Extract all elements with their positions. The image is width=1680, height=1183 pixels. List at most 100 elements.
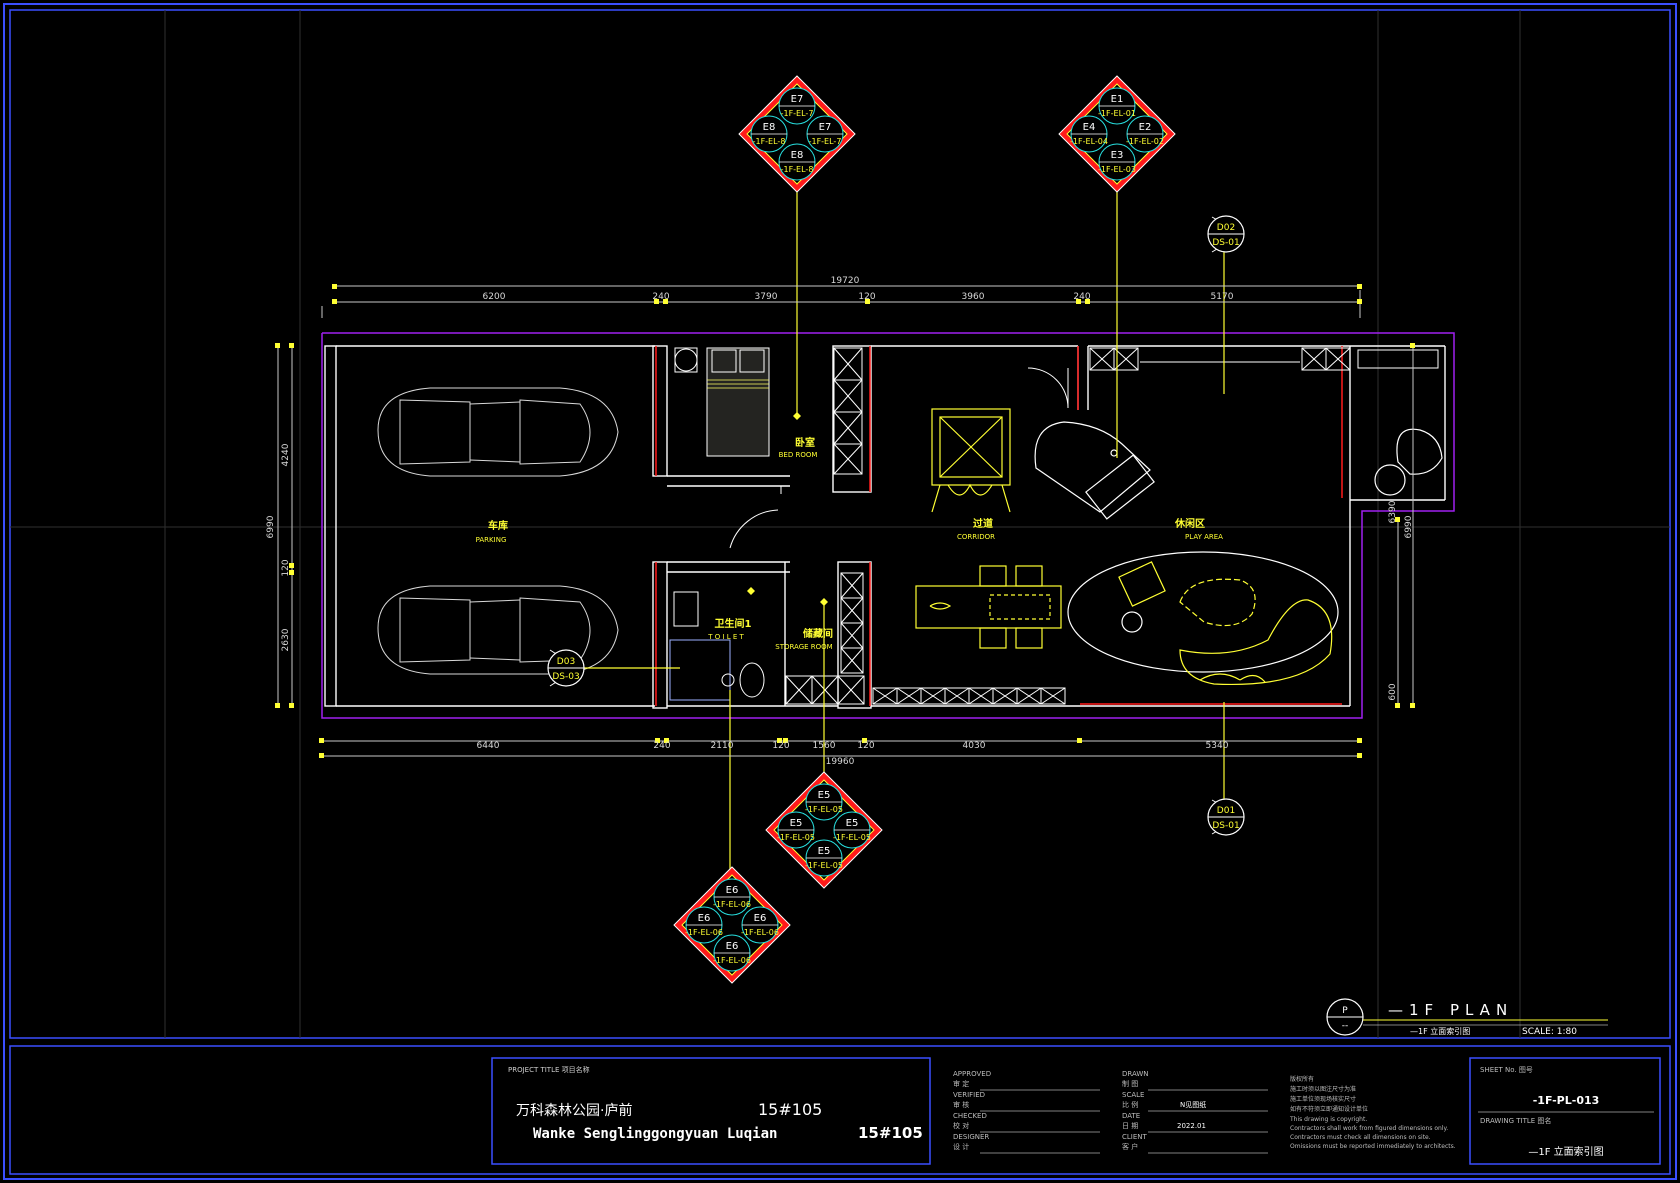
title-block: PROJECT TITLE 项目名称 万科森林公园·庐前 15#105 Wank…	[491, 1057, 1661, 1165]
elevation-code: -1F-EL-06	[741, 928, 779, 937]
room-bedroom-zh: 卧室	[795, 436, 815, 449]
sheet-no: -1F-PL-013	[1533, 1094, 1600, 1107]
dim-right-0: 6390	[1388, 500, 1398, 523]
elevation-label: E7	[819, 122, 832, 133]
elevation-label: E4	[1083, 122, 1096, 133]
date-label-zh: 日 期	[1122, 1122, 1138, 1130]
d01-top: D01	[1217, 806, 1235, 816]
approved-label-zh: 审 定	[953, 1079, 969, 1088]
elevation-markers: E7-1F-EL-7E8-1F-EL-8E7-1F-EL-7E8-1F-EL-8…	[673, 75, 1176, 984]
dim-top-1: 240	[652, 292, 669, 302]
checked-label: CHECKED	[953, 1112, 987, 1120]
elevation-code: -1F-EL-06	[713, 956, 751, 965]
dim-top-5: 240	[1073, 292, 1090, 302]
designer-label: DESIGNER	[953, 1133, 989, 1141]
room-toilet-zh: 卫生间1	[715, 617, 752, 630]
dim-left-1: 120	[281, 559, 291, 576]
cabinets	[785, 347, 1439, 705]
d01-bottom: DS-01	[1212, 821, 1239, 831]
wall-hatch	[655, 346, 1343, 706]
unit-zh: 15#105	[758, 1100, 822, 1119]
dim-top-6: 5170	[1211, 292, 1234, 302]
elevation-code: -1F-EL-04	[1070, 137, 1108, 146]
project-name-zh: 万科森林公园·庐前	[516, 1102, 632, 1119]
scale-label: SCALE	[1122, 1091, 1144, 1099]
elevation-label: E3	[1111, 150, 1124, 161]
room-corridor-zh: 过道	[973, 517, 993, 530]
date-label: DATE	[1122, 1112, 1140, 1120]
title-block-frame	[9, 1045, 1671, 1175]
dim-bottom-5: 120	[857, 741, 874, 751]
elevation-code: -1F-EL-7	[781, 109, 814, 118]
room-storage-zh: 储藏间	[802, 627, 833, 640]
elevation-code: -1F-EL-8	[753, 137, 786, 146]
note-5: Contractors shall work from figured dime…	[1290, 1125, 1448, 1132]
elevation-label: E6	[726, 941, 739, 952]
drawn-label-zh: 制 图	[1122, 1079, 1138, 1088]
dim-top-4: 3960	[962, 292, 985, 302]
elevation-label: E6	[754, 913, 767, 924]
elevation-marker-0[interactable]: E7-1F-EL-7E8-1F-EL-8E7-1F-EL-7E8-1F-EL-8	[738, 75, 856, 193]
elevation-code: -1F-EL-03	[1098, 165, 1136, 174]
armchairs	[1374, 428, 1443, 496]
room-play-en: PLAY AREA	[1185, 533, 1223, 541]
drawing-title-label: DRAWING TITLE 图名	[1480, 1116, 1551, 1125]
drawing-frame	[9, 9, 1671, 1039]
dimension-lines	[277, 285, 1414, 757]
elevation-label: E8	[763, 122, 776, 133]
project-name-en: Wanke Senglinggongyuan Luqian	[533, 1126, 777, 1142]
project-title-label: PROJECT TITLE 项目名称	[508, 1065, 590, 1074]
drawing-title: —1F 立面索引图	[1528, 1145, 1603, 1158]
section-marker-d01[interactable]: D01 DS-01	[1207, 798, 1245, 836]
unit-en: 15#105	[858, 1124, 923, 1142]
section-marker-d02[interactable]: D02 DS-01	[1207, 215, 1245, 253]
dim-left-0: 4240	[281, 443, 291, 466]
d02-top: D02	[1217, 223, 1235, 233]
plan-subtitle: —1F 立面索引图	[1410, 1026, 1470, 1036]
dining-table	[915, 565, 1062, 649]
elevation-label: E8	[791, 150, 804, 161]
note-2: 施工单位须现场核实尺寸	[1290, 1095, 1356, 1103]
dim-bottom-1: 240	[653, 741, 670, 751]
room-storage-en: STORAGE ROOM	[775, 643, 832, 651]
elevation-code: -1F-EL-06	[685, 928, 723, 937]
d03-bottom: DS-03	[552, 672, 579, 682]
client-label-zh: 客 户	[1122, 1142, 1138, 1151]
elevation-label: E2	[1139, 122, 1152, 133]
elevation-label: E1	[1111, 94, 1124, 105]
room-parking-en: PARKING	[476, 536, 507, 544]
room-bedroom-en: BED ROOM	[779, 451, 818, 459]
room-corridor-en: CORRIDOR	[957, 533, 995, 541]
dim-left-2: 2630	[281, 628, 291, 651]
elevation-marker-2[interactable]: E5-1F-EL-05E5-1F-EL-05E5-1F-EL-05E5-1F-E…	[765, 771, 883, 889]
elevation-code: -1F-EL-05	[833, 833, 871, 842]
room-label-markers	[747, 412, 828, 606]
elevation-label: E7	[791, 94, 804, 105]
elevation-marker-3[interactable]: E6-1F-EL-06E6-1F-EL-06E6-1F-EL-06E6-1F-E…	[673, 866, 791, 984]
svg-text:--: --	[1342, 1021, 1349, 1031]
elevation-marker-1[interactable]: E1-1F-EL-01E4-1F-EL-04E2-1F-EL-02E3-1F-E…	[1058, 75, 1176, 193]
dim-bottom-3: 120	[772, 741, 789, 751]
dimension-ticks	[275, 284, 1415, 758]
dim-bottom-2: 2110	[711, 741, 734, 751]
elevation-label: E5	[846, 818, 859, 829]
checked-label-zh: 校 对	[953, 1121, 969, 1130]
sheet-no-label: SHEET No. 图号	[1480, 1066, 1533, 1074]
dimension-text: 19720 6200 240 3790 120 3960 240 5170 64…	[266, 276, 1414, 767]
dim-right-1: 6990	[1404, 515, 1414, 538]
plan-title-block: P -- —1F PLAN —1F 立面索引图 SCALE: 1:80	[1326, 998, 1608, 1037]
section-marker-d03[interactable]: D03 DS-03	[547, 649, 585, 687]
walls	[324, 345, 1446, 709]
scale-value: N见图纸	[1180, 1100, 1206, 1109]
note-1: 施工时须以图注尺寸为准	[1290, 1085, 1356, 1093]
room-play-zh: 休闲区	[1174, 517, 1205, 530]
dim-left-total: 6990	[266, 515, 276, 538]
approved-label: APPROVED	[953, 1070, 991, 1078]
plan-scale: SCALE: 1:80	[1522, 1027, 1577, 1037]
dim-top-2: 3790	[755, 292, 778, 302]
designer-label-zh: 设 计	[953, 1142, 969, 1151]
dim-bottom-4: 1560	[813, 741, 836, 751]
date-value: 2022.01	[1177, 1122, 1206, 1130]
room-labels: 车库 PARKING 卧室 BED ROOM 过道 CORRIDOR 休闲区 P…	[476, 436, 1224, 651]
